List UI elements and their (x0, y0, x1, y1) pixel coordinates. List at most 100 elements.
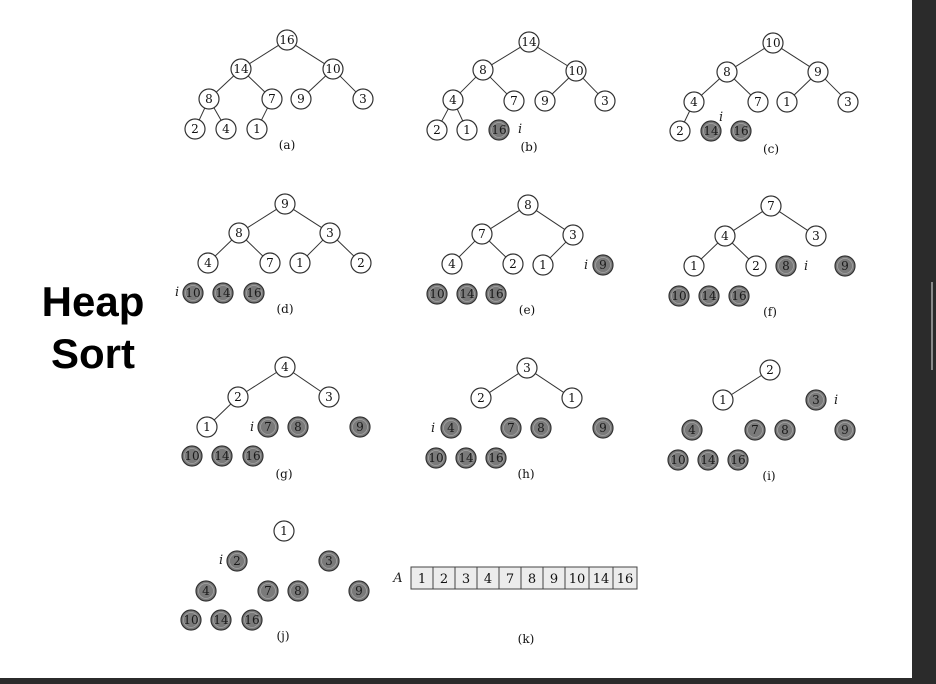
node-value: 4 (688, 423, 696, 437)
tree-edge (537, 46, 568, 67)
heap-node (273, 520, 295, 542)
heap-node (683, 91, 705, 113)
sorted-node-inner-ring (777, 422, 793, 438)
sorted-node-inner-ring (747, 422, 763, 438)
sorted-node (488, 119, 510, 141)
sorted-node-inner-ring (488, 286, 504, 302)
index-marker-i: i (804, 259, 808, 274)
index-marker-i: i (719, 110, 723, 125)
tree-edge (456, 108, 464, 122)
heap-node (518, 31, 540, 53)
node-value: 9 (814, 65, 822, 79)
tree-edge (489, 373, 519, 393)
scrollbar-thumb[interactable] (931, 282, 933, 370)
node-value: 7 (478, 227, 486, 241)
heap-node (318, 386, 340, 408)
array-name: A (392, 571, 402, 586)
node-value: 4 (447, 421, 455, 435)
tree-edge (292, 372, 322, 392)
node-value: 7 (754, 95, 762, 109)
heap-node (470, 387, 492, 409)
node-value: 7 (268, 92, 276, 106)
sorted-node-inner-ring (670, 452, 686, 468)
tree-edge (793, 78, 812, 96)
sorted-node-inner-ring (184, 448, 200, 464)
sorted-node-inner-ring (429, 286, 445, 302)
tree-edge (490, 209, 520, 230)
node-value: 10 (429, 287, 444, 301)
array-cell-value: 7 (506, 572, 514, 587)
node-value: 9 (841, 423, 849, 437)
heap-node (805, 225, 827, 247)
slide-canvas (0, 0, 912, 678)
sorted-node-inner-ring (491, 122, 507, 138)
node-value: 7 (266, 256, 274, 270)
sorted-node-inner-ring (215, 285, 231, 301)
sorted-node (697, 449, 719, 471)
node-value: 9 (355, 584, 363, 598)
panel-caption: (f) (763, 305, 777, 319)
node-value: 14 (213, 613, 229, 627)
node-value: 16 (246, 286, 261, 300)
node-value: 3 (812, 229, 820, 243)
node-value: 1 (690, 259, 698, 273)
heap-node (747, 91, 769, 113)
node-value: 3 (569, 228, 577, 242)
heap-node (712, 389, 734, 411)
sorted-node-inner-ring (183, 612, 199, 628)
heap-node (760, 195, 782, 217)
sorted-node (700, 120, 722, 142)
node-value: 4 (222, 122, 230, 136)
tree-edge (214, 239, 233, 257)
sorted-node (348, 580, 370, 602)
sorted-node (455, 447, 477, 469)
sorted-node-inner-ring (290, 419, 306, 435)
node-value: 14 (215, 286, 231, 300)
array-cell-value: 2 (440, 572, 448, 587)
heap-node (745, 255, 767, 277)
tree-edge (781, 47, 810, 68)
node-value: 1 (719, 393, 727, 407)
sorted-node (242, 445, 264, 467)
index-marker-i: i (175, 285, 179, 300)
node-value: 8 (782, 259, 790, 273)
node-value: 16 (730, 453, 745, 467)
node-value: 7 (767, 199, 775, 213)
array-cell-value: 8 (528, 572, 536, 587)
sorted-node-inner-ring (214, 448, 230, 464)
tree-edge (339, 75, 357, 93)
index-marker-i: i (219, 553, 223, 568)
tree-edge (247, 75, 266, 93)
tree-edge (733, 211, 763, 231)
sorted-node-inner-ring (290, 583, 306, 599)
sorted-node-inner-ring (321, 553, 337, 569)
tree-edge (779, 211, 808, 231)
tree-edge (215, 75, 235, 93)
title-line-2: Sort (51, 330, 135, 377)
panel-caption: (e) (519, 303, 535, 317)
sorted-node (744, 419, 766, 441)
node-value: 4 (448, 257, 456, 271)
node-value: 7 (751, 423, 759, 437)
node-value: 3 (523, 361, 531, 375)
node-value: 14 (214, 449, 230, 463)
node-value: 8 (479, 63, 487, 77)
sorted-node-inner-ring (352, 419, 368, 435)
array-cell-value: 3 (462, 572, 470, 587)
node-value: 10 (184, 449, 199, 463)
sorted-node (727, 449, 749, 471)
sorted-node-inner-ring (351, 583, 367, 599)
node-value: 8 (524, 198, 532, 212)
sorted-node (730, 120, 752, 142)
tree-edge (213, 403, 232, 421)
sorted-node (426, 283, 448, 305)
sorted-node (212, 282, 234, 304)
sorted-node-inner-ring (731, 288, 747, 304)
sorted-node (182, 282, 204, 304)
node-value: 9 (281, 197, 289, 211)
array-cell-value: 9 (550, 572, 558, 587)
sorted-node-inner-ring (671, 288, 687, 304)
